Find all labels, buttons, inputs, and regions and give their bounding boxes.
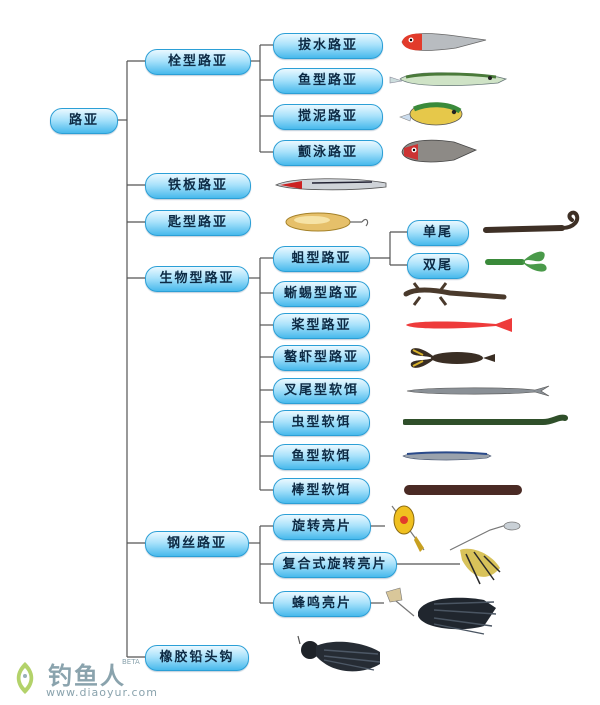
double-tail-grub-icon xyxy=(485,251,547,272)
node-crawfish: 螯虾型路亚 xyxy=(273,345,370,371)
node-popper: 拔水路亚 xyxy=(273,33,383,59)
node-stick: 棒型软饵 xyxy=(273,478,370,504)
stick-soft-bait-icon xyxy=(404,485,522,495)
node-buzzbait: 蜂鸣亮片 xyxy=(273,591,371,617)
watermark-beta: BETA xyxy=(122,658,140,666)
spinner-lure-icon xyxy=(391,505,425,552)
node-lizard: 蜥蜴型路亚 xyxy=(273,281,370,307)
worm-soft-bait-icon xyxy=(403,414,568,425)
category-rubber-jig: 橡胶铅头钩 xyxy=(145,645,249,671)
spoon-lure-icon xyxy=(285,212,369,232)
watermark-site-name: 钓鱼人 xyxy=(48,662,126,690)
node-double-tail: 双尾 xyxy=(407,253,469,279)
category-soft-bait: 生物型路亚 xyxy=(145,266,249,292)
node-minnow: 鱼型路亚 xyxy=(273,68,383,94)
fishing-site-logo-icon xyxy=(16,662,34,694)
node-single-tail: 单尾 xyxy=(407,220,469,246)
spinnerbait-lure-icon xyxy=(449,521,521,585)
category-plug-lure: 栓型路亚 xyxy=(145,49,251,75)
metal-jig-lure-icon xyxy=(274,178,387,191)
category-metal-jig: 铁板路亚 xyxy=(145,173,251,199)
node-crankbait: 搅泥路亚 xyxy=(273,104,383,130)
node-grub: 蛆型路亚 xyxy=(273,246,370,272)
node-worm: 虫型软饵 xyxy=(273,410,370,436)
category-wire-bait: 钢丝路亚 xyxy=(145,531,249,557)
vibration-lure-icon xyxy=(401,139,478,163)
category-spoon: 匙型路亚 xyxy=(145,210,251,236)
lizard-soft-bait-icon xyxy=(403,282,507,306)
node-paddle: 桨型路亚 xyxy=(273,313,370,339)
minnow-lure-icon xyxy=(389,72,508,86)
single-tail-grub-icon xyxy=(483,210,580,233)
crawfish-soft-bait-icon xyxy=(410,348,495,368)
node-fish-soft: 鱼型软饵 xyxy=(273,444,370,470)
node-spinner: 旋转亮片 xyxy=(273,514,371,540)
rubber-jig-lure-icon xyxy=(297,635,381,672)
paddle-tail-soft-bait-icon xyxy=(406,318,512,332)
popper-lure-icon xyxy=(401,33,487,51)
watermark-url: www.diaoyur.com xyxy=(46,686,158,699)
crankbait-lure-icon xyxy=(399,102,463,126)
node-spinnerbait: 复合式旋转亮片 xyxy=(273,552,397,578)
node-forktail: 叉尾型软饵 xyxy=(273,378,370,404)
fish-soft-bait-icon xyxy=(402,451,492,461)
root-node: 路亚 xyxy=(50,108,118,134)
node-vibration: 颤泳路亚 xyxy=(273,140,383,166)
watermark: 钓鱼人 BETA www.diaoyur.com xyxy=(6,656,206,702)
buzzbait-lure-icon xyxy=(385,587,497,635)
forktail-soft-bait-icon xyxy=(406,385,550,397)
